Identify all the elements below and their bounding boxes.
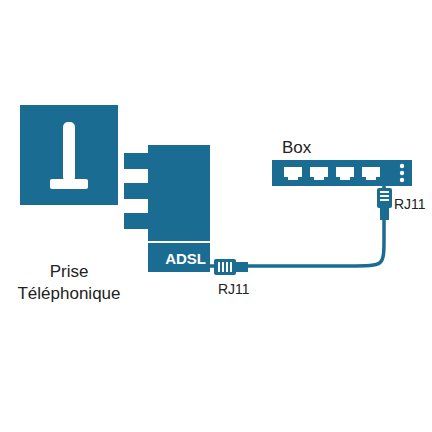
rj11-plug-left [214,259,248,275]
filter-seam [148,241,210,243]
ethernet-port [362,167,380,180]
node-label: Box [272,138,412,160]
internet-box: Box [272,138,412,186]
socket-base [50,179,88,189]
phone-socket: Prise Téléphonique [10,105,128,305]
ethernet-port [336,167,354,180]
filter-prong [124,213,150,229]
socket-plate [20,105,118,205]
connector-label: RJ11 [394,196,426,212]
socket-stem [63,122,75,182]
adsl-filter: ADSL [122,145,210,272]
rj11-plug-right [377,188,392,220]
ethernet-port [284,167,302,180]
rj11-cable [210,186,384,266]
filter-prong [124,153,150,169]
box-device [272,160,412,186]
box-body [272,160,412,186]
status-led [400,171,404,175]
filter-prong [124,183,150,199]
status-led [400,164,404,168]
filter-body [148,145,210,272]
socket-symbol [10,105,128,205]
ethernet-port [310,167,328,180]
node-label: Prise Téléphonique [10,261,128,305]
connector-label: RJ11 [218,281,250,297]
node-label: ADSL [165,250,210,272]
status-led [400,178,404,182]
